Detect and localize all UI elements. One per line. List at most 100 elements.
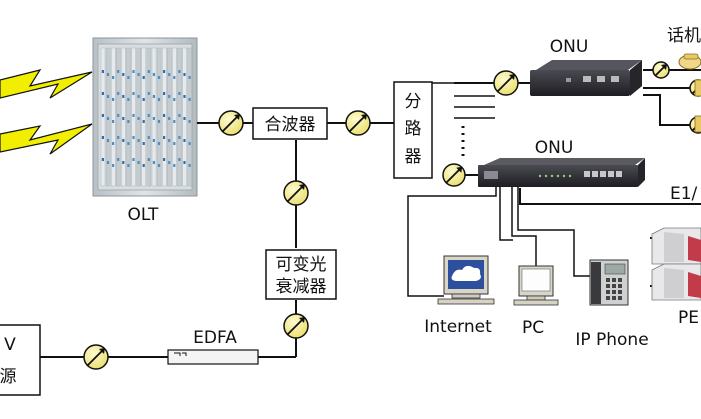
optical-attenuator-icon bbox=[218, 110, 244, 136]
olt-port-led bbox=[147, 136, 150, 139]
olt-port-led bbox=[188, 120, 191, 123]
internet-label: Internet bbox=[424, 317, 492, 337]
olt-port-led bbox=[112, 76, 115, 79]
ip-phone-key bbox=[618, 284, 622, 288]
onu-led bbox=[544, 174, 548, 178]
olt-slot bbox=[156, 47, 162, 187]
edfa-amplifier bbox=[167, 349, 259, 365]
computer-icon bbox=[437, 255, 495, 305]
ip-phone-key bbox=[618, 278, 622, 282]
onu-port bbox=[608, 171, 614, 177]
olt-slot bbox=[126, 47, 131, 187]
olt-port-led bbox=[142, 120, 145, 123]
olt-port-led bbox=[101, 114, 104, 117]
olt-port-led bbox=[142, 98, 145, 101]
olt-port-led bbox=[163, 136, 166, 139]
olt-port-led bbox=[178, 70, 181, 73]
olt-port-led bbox=[117, 114, 120, 117]
edfa-label: EDFA bbox=[193, 328, 237, 348]
olt-port-led bbox=[117, 158, 120, 161]
olt-port-led bbox=[147, 92, 150, 95]
olt-port-led bbox=[137, 161, 140, 164]
olt-port-led bbox=[132, 136, 135, 139]
combiner-box bbox=[252, 107, 328, 140]
optical-attenuator-icon bbox=[283, 313, 309, 339]
olt-port-led bbox=[122, 73, 125, 76]
olt-label: OLT bbox=[128, 205, 160, 225]
olt-port-led bbox=[188, 98, 191, 101]
olt-slot bbox=[110, 47, 116, 187]
olt-port-led bbox=[152, 161, 155, 164]
olt-port-led bbox=[163, 92, 166, 95]
olt-port-led bbox=[178, 114, 181, 117]
lightning-icon-top bbox=[0, 69, 93, 99]
olt-port-led bbox=[168, 161, 171, 164]
olt-port-led bbox=[168, 95, 171, 98]
variable-attenuator-box bbox=[265, 249, 337, 300]
optical-attenuator-icon bbox=[345, 110, 371, 136]
olt-port-led bbox=[122, 161, 125, 164]
onu-led bbox=[550, 174, 554, 178]
olt-port-led bbox=[112, 164, 115, 167]
phone-top-label: 话机 bbox=[667, 26, 701, 46]
olt-port-led bbox=[178, 136, 181, 139]
olt-port-led bbox=[142, 142, 145, 145]
olt-port-led bbox=[168, 73, 171, 76]
onu-middle-label: ONU bbox=[535, 138, 574, 158]
olt-port-led bbox=[137, 117, 140, 120]
olt-port-led bbox=[173, 76, 176, 79]
olt-port-led bbox=[122, 95, 125, 98]
optical-attenuator-icon bbox=[83, 344, 109, 370]
pbx-label: PE bbox=[678, 308, 699, 328]
lightning-icon-bottom bbox=[0, 123, 93, 155]
olt-port-led bbox=[183, 117, 186, 120]
olt-port-led bbox=[163, 70, 166, 73]
olt-port-led bbox=[173, 120, 176, 123]
onu-top-device bbox=[530, 60, 642, 96]
olt-port-led bbox=[188, 164, 191, 167]
olt-port-led bbox=[178, 158, 181, 161]
olt-port-led bbox=[112, 120, 115, 123]
server-icon-bottom bbox=[651, 263, 701, 301]
olt-port-led bbox=[157, 164, 161, 167]
olt-port-led bbox=[163, 114, 166, 117]
pc-label: PC bbox=[522, 318, 544, 338]
olt-port-led bbox=[106, 161, 110, 164]
onu-port bbox=[616, 171, 622, 177]
attenuator-label-1: 可变光 bbox=[276, 255, 327, 275]
splitter-label-2: 路 bbox=[405, 119, 422, 139]
catv-source-label-2: 源 bbox=[0, 367, 17, 387]
olt-port-led bbox=[112, 142, 115, 145]
ip-phone-key bbox=[618, 296, 622, 300]
ip-phone-key bbox=[612, 278, 616, 282]
olt-port-led bbox=[101, 92, 104, 95]
olt-port-led bbox=[183, 95, 186, 98]
olt-slot bbox=[172, 47, 177, 187]
olt-port-led bbox=[122, 139, 125, 142]
olt-port-led bbox=[106, 139, 110, 142]
olt-port-led bbox=[132, 92, 135, 95]
olt-port-led bbox=[157, 142, 161, 145]
olt-port-led bbox=[168, 117, 171, 120]
olt-port-led bbox=[106, 95, 110, 98]
olt-port-led bbox=[147, 70, 150, 73]
olt-port-led bbox=[147, 158, 150, 161]
ip-phone-key bbox=[612, 290, 616, 294]
onu-led bbox=[538, 174, 542, 178]
onu-port bbox=[584, 171, 590, 177]
olt-port-led bbox=[147, 114, 150, 117]
olt-port-led bbox=[112, 98, 115, 101]
attenuator-label-2: 衰减器 bbox=[276, 277, 327, 297]
onu-top-label: ONU bbox=[550, 37, 589, 57]
olt-port-led bbox=[157, 76, 161, 79]
olt-port-led bbox=[183, 73, 186, 76]
olt-port-led bbox=[117, 70, 120, 73]
olt-rack bbox=[92, 37, 198, 197]
ip-phone-key bbox=[612, 284, 616, 288]
olt-port-led bbox=[132, 158, 135, 161]
olt-port-led bbox=[157, 98, 161, 101]
ip-phone-label: IP Phone bbox=[575, 330, 648, 350]
ip-phone-icon bbox=[589, 259, 629, 306]
ip-phone-key bbox=[606, 296, 610, 300]
combiner-label: 合波器 bbox=[265, 115, 316, 135]
